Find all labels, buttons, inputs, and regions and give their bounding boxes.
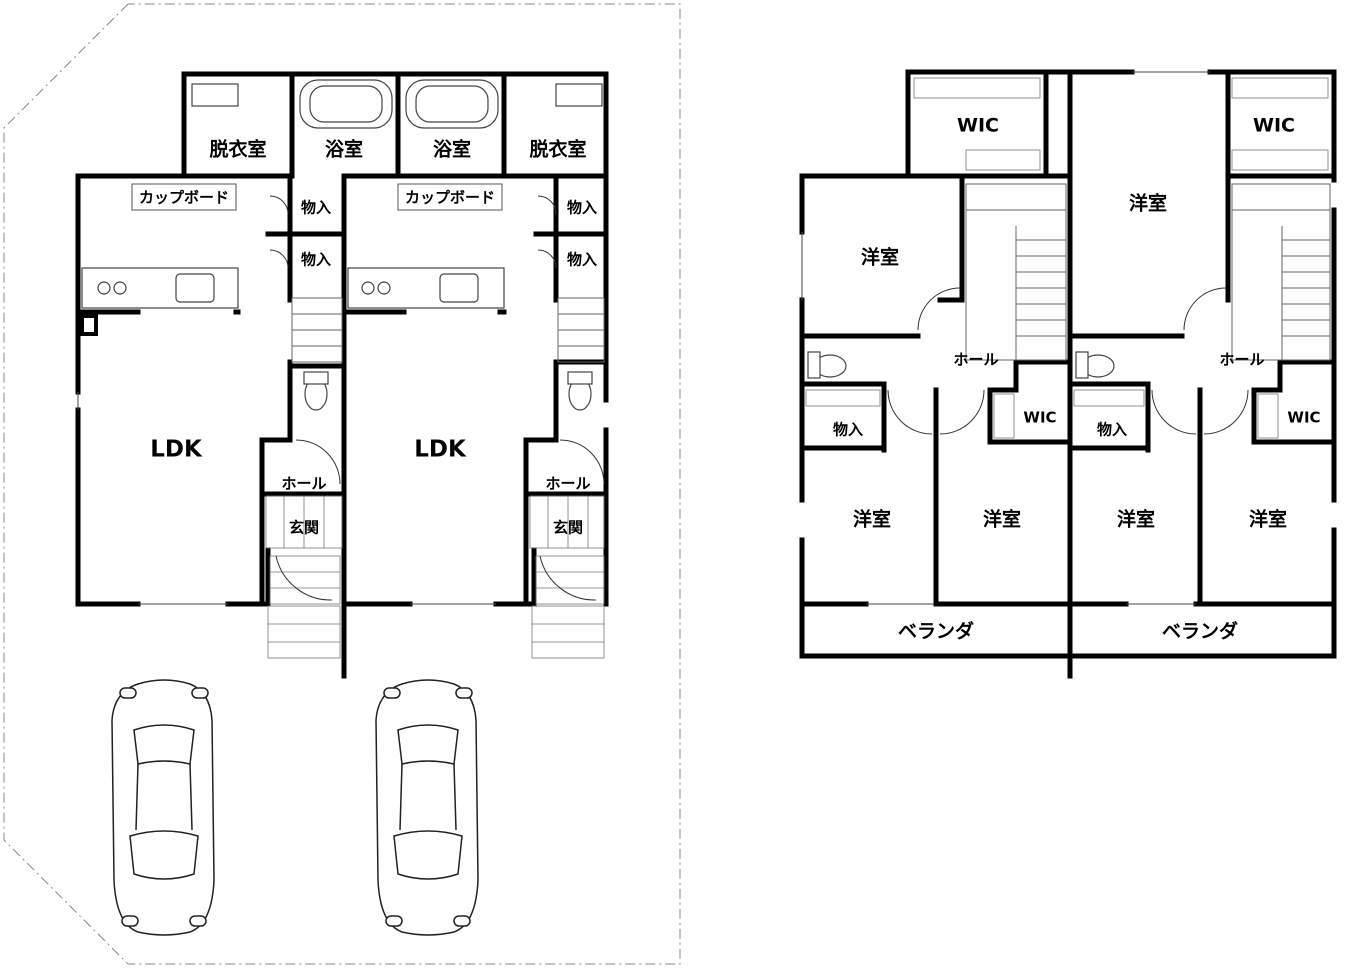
room-label-storage: 物入: [301, 251, 331, 269]
room-label-western: 洋室: [983, 508, 1021, 531]
cupboard-box: [397, 183, 503, 211]
stairs-icon: [291, 297, 605, 363]
room-label-bath: 浴室: [325, 138, 363, 161]
room-label-entrance: 玄関: [289, 519, 319, 537]
door-swing: [269, 195, 289, 215]
room-label-wic: WIC: [1287, 409, 1320, 427]
room-label-wic: WIC: [1253, 115, 1295, 137]
room-label-western: 洋室: [1249, 508, 1287, 531]
room-label-storage: 物入: [567, 251, 597, 269]
room-label-western: 洋室: [861, 246, 899, 269]
room-label-storage: 物入: [301, 199, 331, 217]
site-boundary: [3, 3, 681, 965]
door-swing: [887, 389, 933, 435]
room-label-balcony: ベランダ: [898, 620, 974, 643]
closet-shelves: [805, 77, 1329, 439]
cupboard-box: [131, 183, 237, 211]
car-icon: [375, 679, 479, 936]
door-swing: [269, 249, 289, 269]
room-label-dressing: 脱衣室: [529, 138, 586, 161]
room-label-western: 洋室: [1129, 192, 1167, 215]
room-label-bath: 浴室: [433, 138, 471, 161]
door-swing: [275, 555, 333, 601]
floor1-plan: 脱衣室 浴室 カップボード 物入 物入 LDK ホール 玄関 浴室 脱衣室 カッ…: [75, 71, 609, 679]
room-label-cupboard: カップボード: [139, 189, 229, 207]
washbasin-icon: [555, 83, 603, 107]
entrance-tiles: [265, 495, 605, 659]
room-label-entrance: 玄関: [553, 519, 583, 537]
door-swing: [939, 389, 985, 435]
door-swing: [1203, 389, 1249, 435]
room-label-cupboard: カップボード: [405, 189, 495, 207]
door-swing: [537, 249, 557, 269]
room-label-western: 洋室: [1117, 508, 1155, 531]
washbasin-icon: [191, 83, 239, 107]
door-swing: [1183, 287, 1227, 331]
room-label-storage: 物入: [1097, 421, 1127, 439]
room-label-western: 洋室: [853, 508, 891, 531]
room-label-hall: ホール: [281, 475, 326, 493]
room-label-balcony: ベランダ: [1162, 620, 1238, 643]
room-label-ldk: LDK: [150, 437, 203, 463]
sink-icon: [439, 273, 479, 303]
room-label-dressing: 脱衣室: [209, 138, 266, 161]
room-label-wic: WIC: [1023, 409, 1056, 427]
room-label-storage: 物入: [833, 421, 863, 439]
door-swing: [917, 287, 961, 331]
door-swing: [295, 439, 341, 485]
door-swing: [539, 555, 597, 601]
sink-icon: [175, 273, 215, 303]
door-swing: [559, 439, 605, 485]
door-swing: [537, 195, 557, 215]
stairs-icon: [965, 183, 1331, 361]
room-label-hall: ホール: [953, 351, 998, 369]
room-label-wic: WIC: [957, 115, 999, 137]
car-icon: [111, 679, 215, 936]
floor2-plan: WIC 洋室 ホール 物入 WIC 洋室 洋室 ベランダ WIC 洋室 ホール …: [799, 69, 1337, 679]
room-label-storage: 物入: [567, 199, 597, 217]
room-label-hall: ホール: [545, 475, 590, 493]
door-swing: [1151, 389, 1197, 435]
room-label-ldk: LDK: [414, 437, 467, 463]
room-label-hall: ホール: [1219, 351, 1264, 369]
